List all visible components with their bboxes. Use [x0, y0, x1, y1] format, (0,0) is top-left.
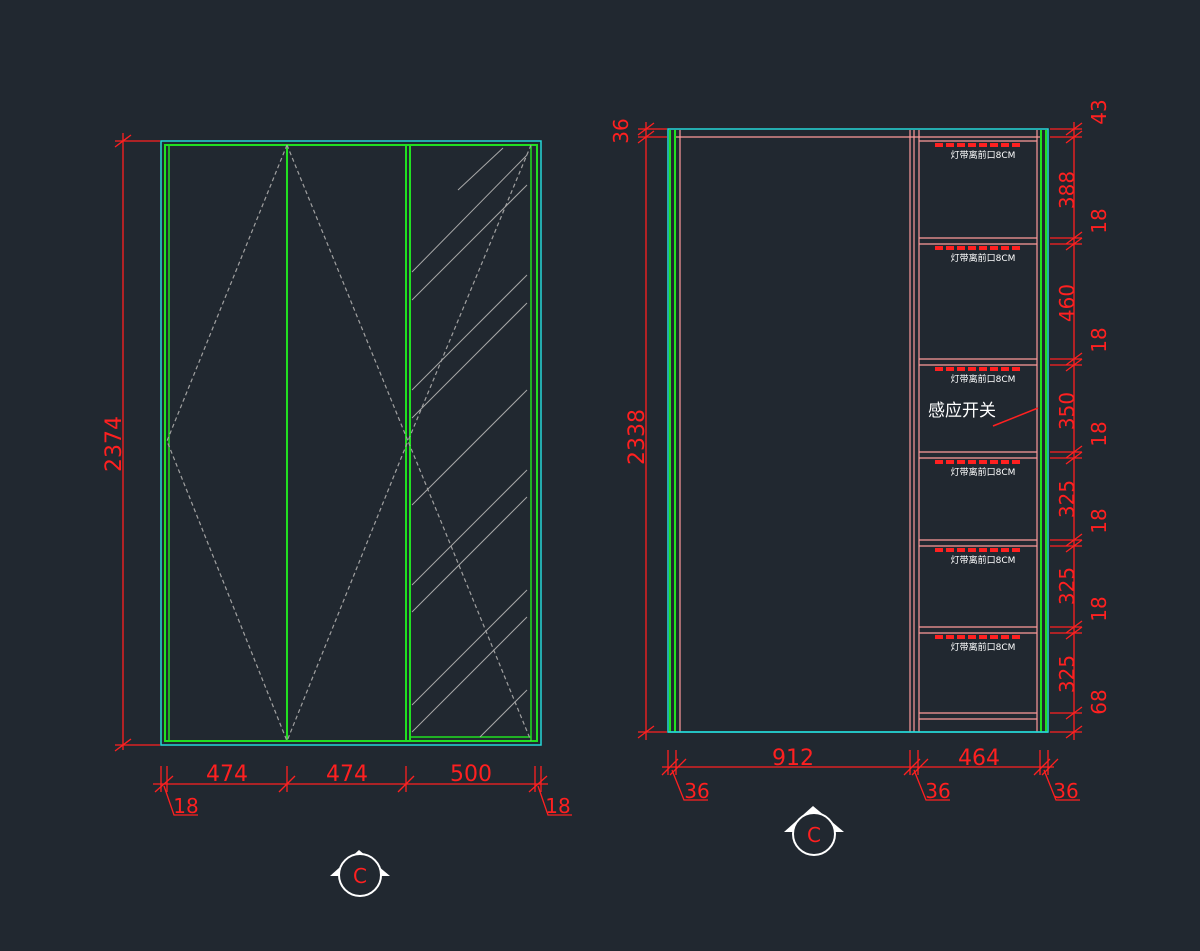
right-chain-label-8: 325 [1055, 480, 1079, 518]
shelf-2 [919, 237, 1037, 250]
left-section-letter: C [353, 864, 367, 888]
right-chain-label-5: 18 [1087, 327, 1111, 352]
left-width-label-3: 500 [450, 762, 492, 787]
left-height-dimension [114, 133, 160, 752]
left-width-label-2: 474 [326, 762, 368, 787]
left-edge-label-1: 18 [173, 794, 198, 818]
right-side-dimension-chain [1050, 122, 1083, 740]
right-height-label: 2338 [625, 409, 650, 465]
shelf-note-2: 灯带离前口8CM [951, 252, 1016, 264]
left-width-dimension [153, 766, 572, 816]
cabinet-carcass [676, 130, 1040, 732]
right-chain-label-6: 350 [1055, 392, 1079, 430]
shelf-5 [919, 539, 1037, 552]
right-outer-frame [667, 128, 1049, 733]
shelf-note-5: 灯带离前口8CM [951, 554, 1016, 566]
right-chain-label-7: 18 [1087, 421, 1111, 446]
shelf-note-6: 灯带离前口8CM [951, 641, 1016, 653]
sensor-switch-label: 感应开关 [928, 401, 996, 421]
right-chain-label-12: 325 [1055, 655, 1079, 693]
left-inner-frame [164, 144, 538, 742]
shelf-3 [919, 358, 1037, 371]
shelf-note-3: 灯带离前口8CM [951, 373, 1016, 385]
left-section-marker: C [330, 850, 390, 897]
right-chain-label-13: 68 [1087, 689, 1111, 714]
right-chain-label-9: 18 [1087, 508, 1111, 533]
right-chain-label-1: 43 [1087, 99, 1111, 124]
door-swing-lines [166, 144, 532, 742]
shelf-4 [919, 451, 1037, 464]
right-section-marker: C [784, 806, 844, 856]
right-edge-label-2: 36 [925, 779, 950, 803]
right-width-label-1: 912 [772, 746, 814, 771]
left-edge-label-2: 18 [545, 794, 570, 818]
right-top-dim-label: 36 [609, 118, 633, 143]
right-chain-label-3: 18 [1087, 208, 1111, 233]
right-chain-label-10: 325 [1055, 567, 1079, 605]
left-height-label: 2374 [102, 416, 127, 472]
right-height-dimension [637, 122, 667, 740]
plinth [919, 712, 1037, 720]
right-section-letter: C [807, 823, 821, 847]
right-edge-label-3: 36 [1053, 779, 1078, 803]
right-width-label-2: 464 [958, 746, 1000, 771]
left-elevation: 2374 474 474 500 18 18 C [102, 133, 572, 897]
left-outer-frame [160, 140, 542, 746]
right-edge-label-1: 36 [684, 779, 709, 803]
right-elevation: 灯带离前口8CM 灯带离前口8CM 灯带离前口8CM 灯带离前口8CM 灯带离前… [609, 99, 1111, 856]
right-chain-label-11: 18 [1087, 596, 1111, 621]
right-chain-label-4: 460 [1055, 284, 1079, 322]
left-width-label-1: 474 [206, 762, 248, 787]
shelf-6 [919, 626, 1037, 639]
shelf-note-1: 灯带离前口8CM [951, 149, 1016, 161]
mirror-hatch [411, 147, 528, 738]
shelf-1 [919, 140, 1037, 147]
right-width-dimension [661, 750, 1080, 801]
sensor-leader-line [992, 407, 1039, 427]
shelf-note-4: 灯带离前口8CM [951, 466, 1016, 478]
right-chain-label-2: 388 [1055, 171, 1079, 209]
